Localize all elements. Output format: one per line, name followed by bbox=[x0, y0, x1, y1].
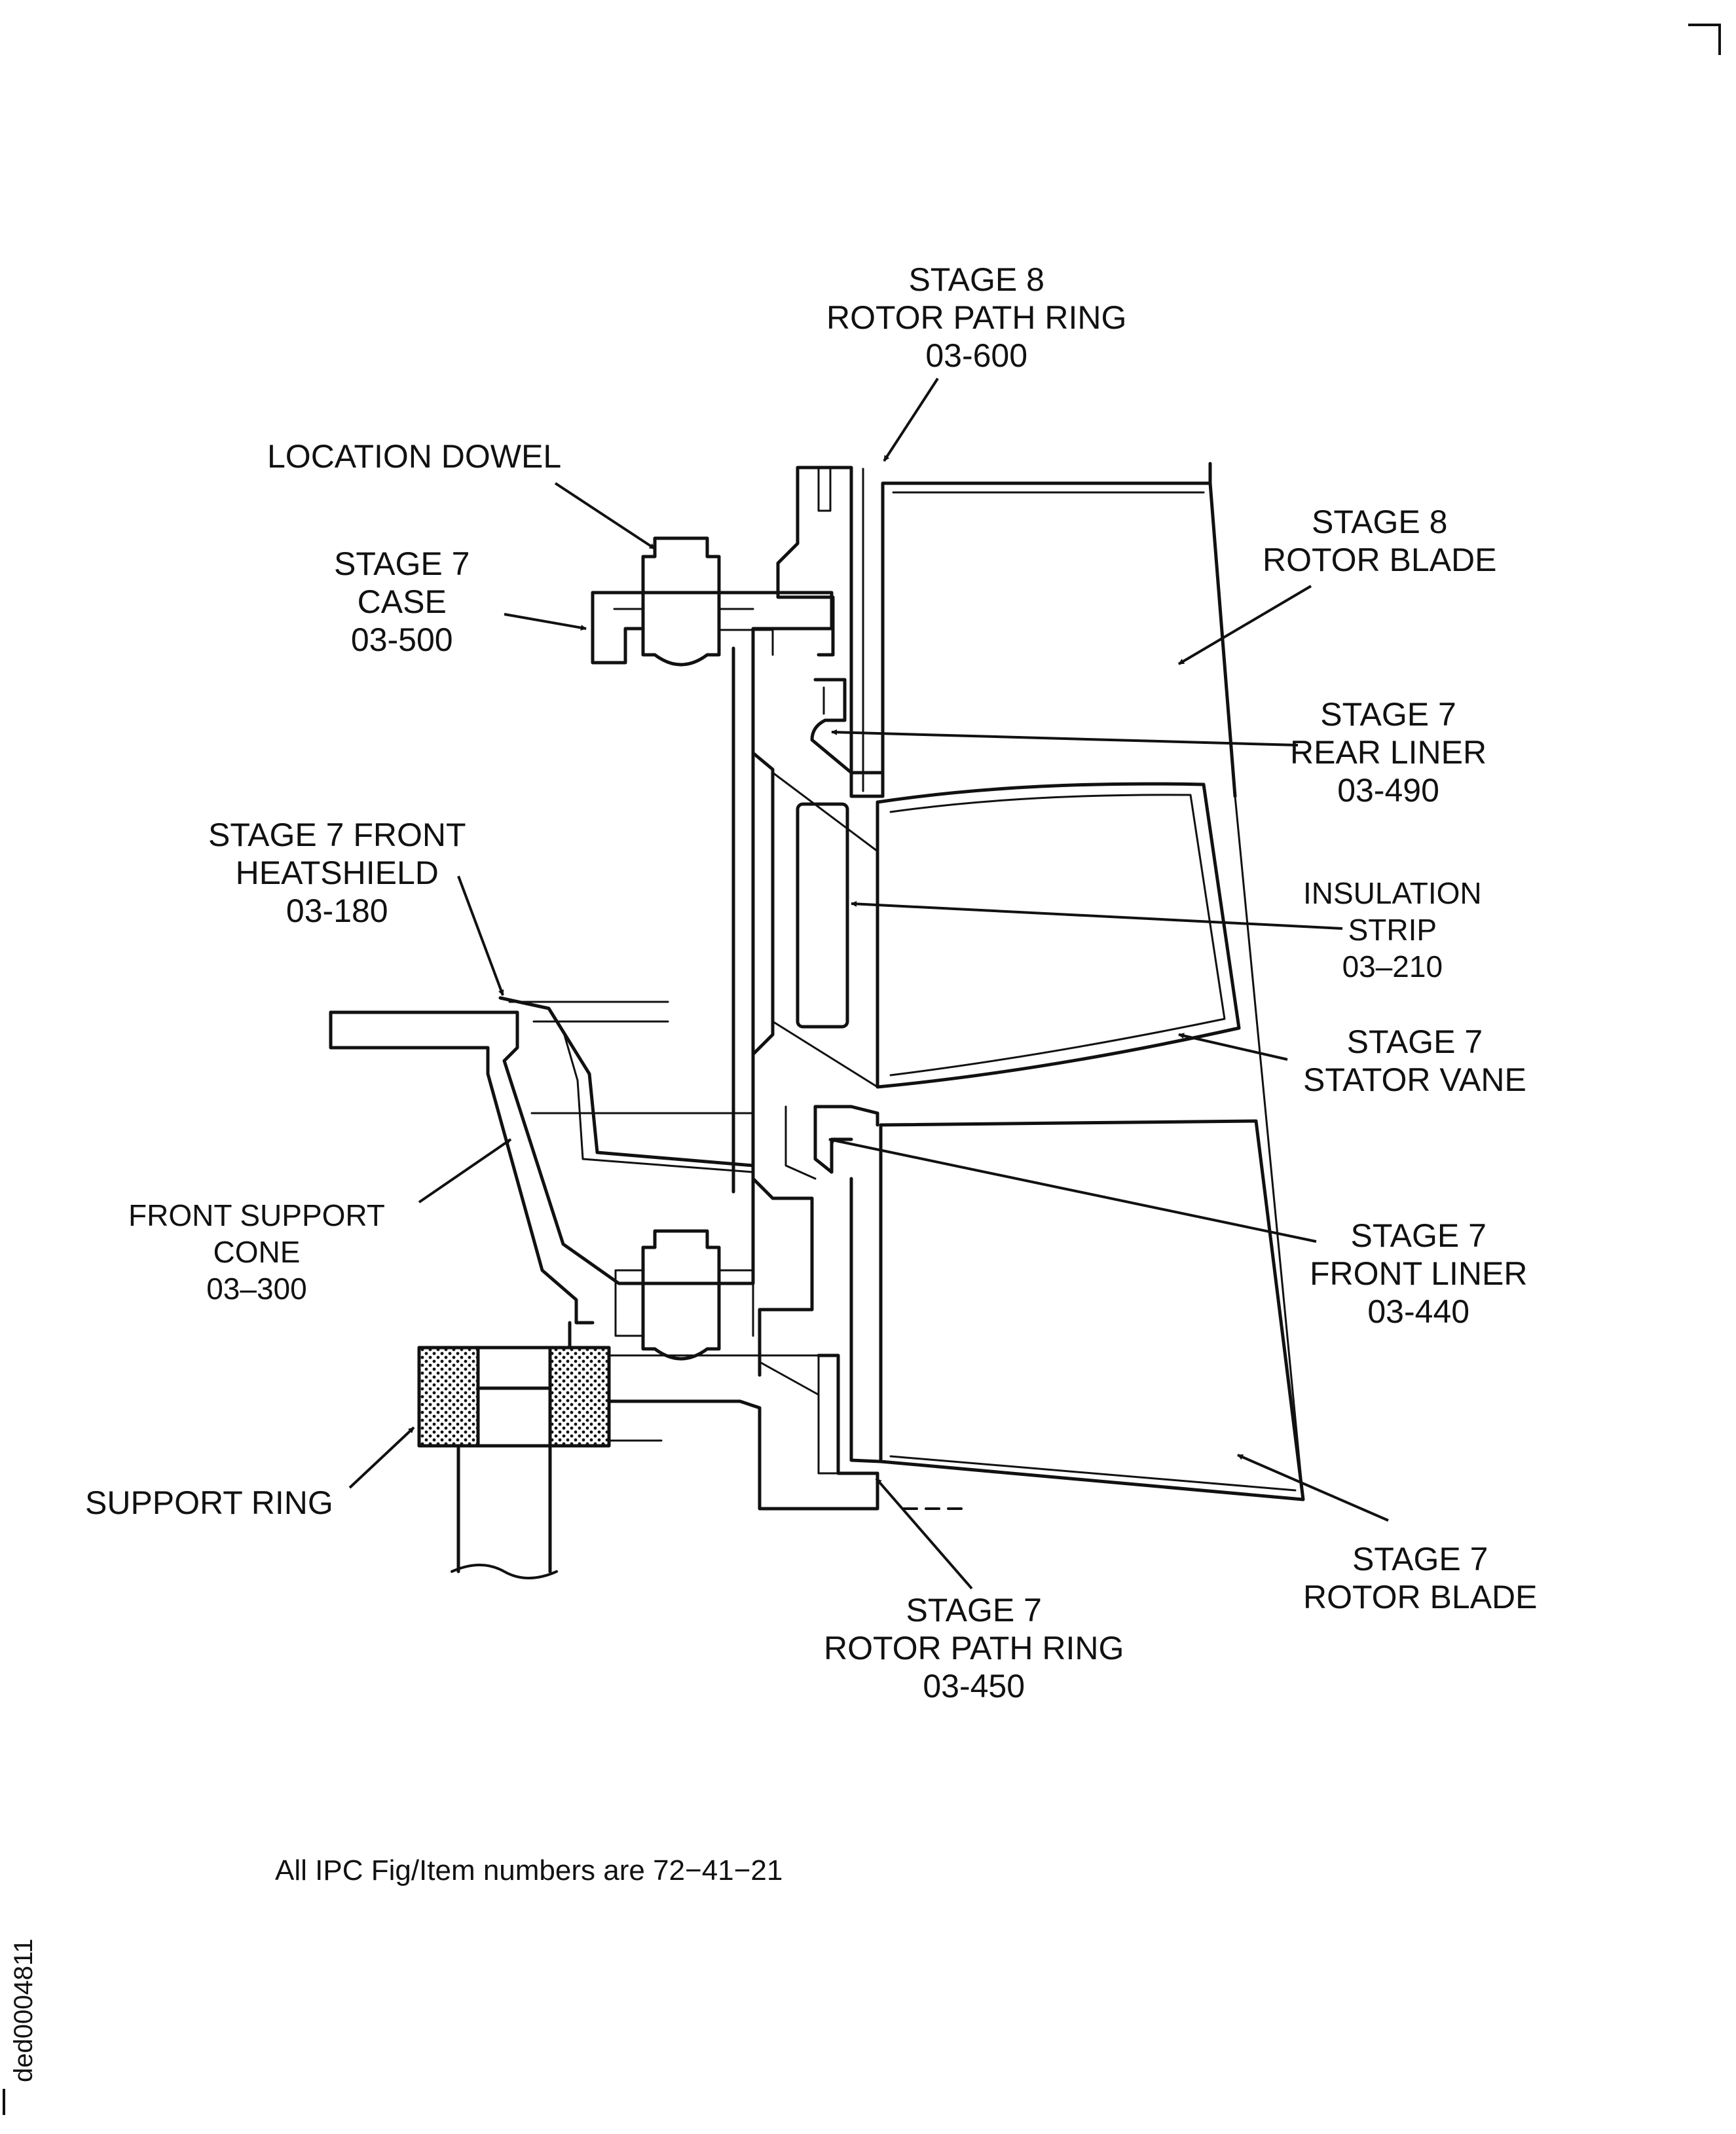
label-line: STAGE 7 bbox=[1352, 1541, 1488, 1577]
label-line: LOCATION DOWEL bbox=[267, 438, 562, 475]
label-front-support-cone: FRONT SUPPORT CONE 03–300 bbox=[128, 1197, 385, 1307]
label-stage7-stator-vane: STAGE 7 STATOR VANE bbox=[1303, 1023, 1526, 1099]
label-line: HEATSHIELD bbox=[235, 855, 439, 891]
label-line: STAGE 8 bbox=[908, 261, 1044, 298]
label-line: STAGE 7 bbox=[906, 1592, 1042, 1628]
leader-stage7-rotor-path-ring bbox=[875, 1477, 973, 1590]
leader-location-dowel bbox=[554, 482, 656, 550]
footnote: All IPC Fig/Item numbers are 72−41−21 bbox=[275, 1854, 783, 1886]
leader-stage7-stator-vane bbox=[1178, 1033, 1288, 1061]
leader-front-support-cone bbox=[418, 1138, 512, 1204]
leader-stage7-front-liner bbox=[828, 1137, 1317, 1243]
label-line: STAGE 7 bbox=[1320, 696, 1456, 733]
stage7-rotor-path-ring-shape bbox=[817, 1177, 883, 1475]
stage8-rotor-path-ring-shape bbox=[776, 466, 885, 798]
label-line: STAGE 7 bbox=[334, 545, 470, 582]
label-line: 03-180 bbox=[286, 892, 388, 929]
label-line: 03-600 bbox=[925, 337, 1028, 374]
stage7-stator-vane-shape bbox=[876, 782, 1241, 1089]
label-line: ROTOR PATH RING bbox=[824, 1630, 1124, 1666]
label-line: REAR LINER bbox=[1290, 734, 1487, 771]
label-line: INSULATION bbox=[1303, 876, 1482, 910]
stage7-case-shape bbox=[591, 591, 834, 1377]
insulation-strip-shape bbox=[796, 802, 849, 1029]
location-dowel-lower-shape bbox=[641, 1229, 721, 1361]
label-line: STAGE 7 bbox=[1346, 1023, 1483, 1060]
leader-stage7-rear-liner bbox=[831, 729, 1299, 746]
location-dowel-upper-shape bbox=[641, 536, 721, 667]
label-line: STAGE 7 FRONT bbox=[208, 817, 466, 853]
label-insulation-strip: INSULATION STRIP 03–210 bbox=[1303, 875, 1482, 985]
label-line: 03-500 bbox=[350, 621, 453, 658]
label-line: ROTOR PATH RING bbox=[826, 299, 1127, 336]
leader-support-ring bbox=[348, 1426, 415, 1489]
label-stage8-rotor-blade: STAGE 8 ROTOR BLADE bbox=[1263, 503, 1497, 579]
label-line: CONE bbox=[213, 1235, 301, 1269]
leader-stage8-rotor-path-ring bbox=[883, 377, 939, 462]
label-stage7-rotor-path-ring: STAGE 7 ROTOR PATH RING 03-450 bbox=[824, 1591, 1124, 1705]
label-line: FRONT SUPPORT bbox=[128, 1198, 385, 1232]
label-stage7-front-liner: STAGE 7 FRONT LINER 03-440 bbox=[1310, 1217, 1527, 1331]
stage7-rotor-blade-shape bbox=[879, 1119, 1305, 1501]
crop-mark-bottom-left bbox=[3, 2089, 5, 2115]
label-support-ring: SUPPORT RING bbox=[85, 1484, 333, 1522]
label-stage8-rotor-path-ring: STAGE 8 ROTOR PATH RING 03-600 bbox=[826, 261, 1126, 375]
leader-stage8-rotor-blade bbox=[1177, 585, 1312, 665]
label-line: SUPPORT RING bbox=[85, 1484, 333, 1521]
label-line: ROTOR BLADE bbox=[1303, 1579, 1538, 1615]
label-stage7-rear-liner: STAGE 7 REAR LINER 03-490 bbox=[1290, 695, 1487, 809]
label-stage7-front-heatshield: STAGE 7 FRONT HEATSHIELD 03-180 bbox=[208, 816, 466, 930]
label-location-dowel: LOCATION DOWEL bbox=[267, 437, 561, 475]
stage7-rear-liner-shape bbox=[810, 678, 885, 775]
label-line: FRONT LINER bbox=[1310, 1255, 1528, 1292]
stage7-front-heatshield-shape bbox=[498, 996, 755, 1168]
stage7-front-liner-shape bbox=[813, 1105, 879, 1174]
shaft-shape bbox=[456, 1444, 552, 1573]
document-id: ded0004811 bbox=[9, 1938, 38, 2083]
label-line: 03-490 bbox=[1337, 772, 1439, 809]
label-line: 03-440 bbox=[1367, 1293, 1470, 1330]
label-line: 03–300 bbox=[206, 1272, 307, 1306]
leader-stage7-case bbox=[504, 613, 587, 631]
label-line: STRIP bbox=[1348, 913, 1437, 947]
label-line: STATOR VANE bbox=[1303, 1061, 1526, 1098]
leader-stage7-rotor-blade bbox=[1237, 1454, 1389, 1522]
label-line: STAGE 7 bbox=[1350, 1217, 1487, 1254]
front-support-cone-shape bbox=[329, 1010, 755, 1285]
label-line: CASE bbox=[357, 583, 447, 620]
stage8-rotor-blade-shape bbox=[881, 462, 1237, 798]
label-line: 03–210 bbox=[1342, 949, 1443, 984]
leader-stage7-front-heatshield bbox=[457, 875, 504, 996]
label-stage7-rotor-blade: STAGE 7 ROTOR BLADE bbox=[1303, 1540, 1538, 1616]
label-line: ROTOR BLADE bbox=[1263, 542, 1497, 578]
label-line: 03-450 bbox=[923, 1668, 1025, 1704]
label-line: STAGE 8 bbox=[1312, 504, 1448, 540]
label-stage7-case: STAGE 7 CASE 03-500 bbox=[334, 545, 470, 659]
leader-insulation-strip bbox=[851, 900, 1343, 930]
crop-mark-top-right bbox=[1688, 24, 1721, 55]
